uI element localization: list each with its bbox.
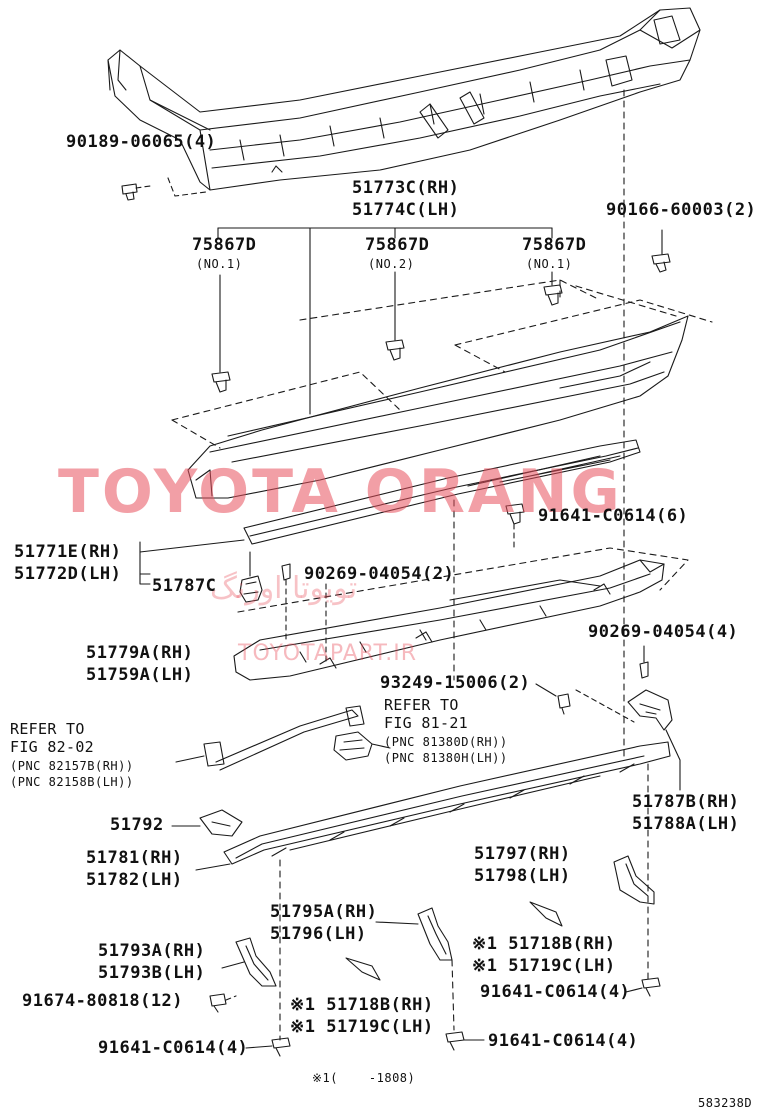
label-51797: 51797(RH) (474, 844, 571, 864)
label-75867d-right-sub: (NO.1) (526, 257, 573, 271)
watermark-site: TOYOTAPART.IR (238, 641, 418, 666)
label-51718b-right: ※1 51718B(RH) (472, 934, 616, 954)
label-51787b: 51787B(RH) (632, 792, 740, 812)
label-91641-4-right: 91641-C0614(4) (480, 982, 631, 1002)
label-51795a: 51795A(RH) (270, 902, 378, 922)
side-step-bar (223, 741, 671, 865)
label-75867d-mid: 75867D (365, 235, 430, 255)
label-refer-82-line2: FIG 82-02 (10, 738, 94, 756)
watermark-arabic: تويوتا اورنگ (210, 571, 358, 606)
courtesy-lamp-icon (333, 731, 373, 761)
label-refer-82-line3: (PNC 82157B(RH)) (10, 759, 134, 773)
label-93249: 93249-15006(2) (380, 673, 531, 693)
label-51788a: 51788A(LH) (632, 814, 740, 834)
bracket-51797-icon (613, 855, 655, 905)
cover-51718b-right-icon (529, 901, 563, 927)
bolt-91641-6-icon (505, 503, 525, 525)
label-51787c: 51787C (152, 576, 217, 596)
label-91674: 91674-80818(12) (22, 991, 184, 1011)
label-91641-4-left: 91641-C0614(4) (98, 1038, 249, 1058)
label-91641-6: 91641-C0614(6) (538, 506, 689, 526)
label-51798: 51798(LH) (474, 866, 571, 886)
screw-90269-4-icon (639, 661, 649, 679)
label-75867d-mid-sub: (NO.2) (368, 257, 415, 271)
bolt-91641-4-right-icon (641, 977, 661, 997)
bracket-51787b-icon (627, 689, 673, 731)
label-refer-82-line1: REFER TO (10, 720, 85, 738)
bolt-90166-icon (651, 253, 671, 273)
step-pad-strip (243, 439, 641, 545)
clip-75867d-no1-left-icon (211, 371, 231, 393)
label-75867d-right: 75867D (522, 235, 587, 255)
label-51782: 51782(LH) (86, 870, 183, 890)
label-51719c-left: ※1 51719C(LH) (290, 1017, 434, 1037)
label-51719c-right: ※1 51719C(LH) (472, 956, 616, 976)
label-90269-4: 90269-04054(4) (588, 622, 739, 642)
label-75867d-left: 75867D (192, 235, 257, 255)
label-91641-4-mid: 91641-C0614(4) (488, 1031, 639, 1051)
bracket-51793a-icon (235, 937, 277, 987)
clip-75867d-no1-right-icon (543, 284, 563, 306)
label-51759a: 51759A(LH) (86, 665, 194, 685)
label-51774c: 51774C(LH) (352, 200, 460, 220)
label-90269-2: 90269-04054(2) (304, 564, 455, 584)
bolt-91674-icon (209, 993, 227, 1013)
running-board-base (233, 559, 665, 681)
bolt-91641-4-left-icon (271, 1037, 291, 1057)
clip-75867d-no2-icon (385, 339, 405, 361)
figure-code: 583238D (698, 1096, 753, 1110)
label-51771e: 51771E(RH) (14, 542, 122, 562)
label-90166: 90166-60003(2) (606, 200, 757, 220)
rocker-panel-moulding (187, 315, 689, 499)
label-51792: 51792 (110, 815, 164, 835)
label-51779a: 51779A(RH) (86, 643, 194, 663)
footnote: ※1( -1808) (312, 1071, 416, 1085)
label-refer-81-line2: FIG 81-21 (384, 714, 468, 732)
cover-51718b-left-icon (345, 957, 381, 981)
label-51718b-left: ※1 51718B(RH) (290, 995, 434, 1015)
screw-93249-icon (557, 693, 571, 715)
label-51793a: 51793A(RH) (98, 941, 206, 961)
label-refer-81-line1: REFER TO (384, 696, 459, 714)
clip-51787c-icon (239, 575, 263, 603)
label-51796: 51796(LH) (270, 924, 367, 944)
watermark-main: TOYOTA ORANG (58, 457, 623, 527)
label-51772d: 51772D(LH) (14, 564, 122, 584)
label-90189: 90189-06065(4) (66, 132, 217, 152)
body-frame-rail (107, 7, 701, 191)
label-51793b: 51793B(LH) (98, 963, 206, 983)
bolt-90189-icon (121, 183, 138, 201)
label-refer-82-line4: (PNC 82158B(LH)) (10, 775, 134, 789)
bolt-91641-4-mid-icon (445, 1031, 465, 1051)
bracket-51792-icon (199, 809, 243, 837)
label-51781: 51781(RH) (86, 848, 183, 868)
bracket-51795a-icon (417, 907, 453, 961)
label-refer-81-line3: (PNC 81380D(RH)) (384, 735, 508, 749)
label-75867d-left-sub: (NO.1) (196, 257, 243, 271)
label-refer-81-line4: (PNC 81380H(LH)) (384, 751, 508, 765)
screw-90269-2-icon (281, 563, 291, 581)
label-51773c: 51773C(RH) (352, 178, 460, 198)
wire-harness-icon (203, 705, 365, 771)
